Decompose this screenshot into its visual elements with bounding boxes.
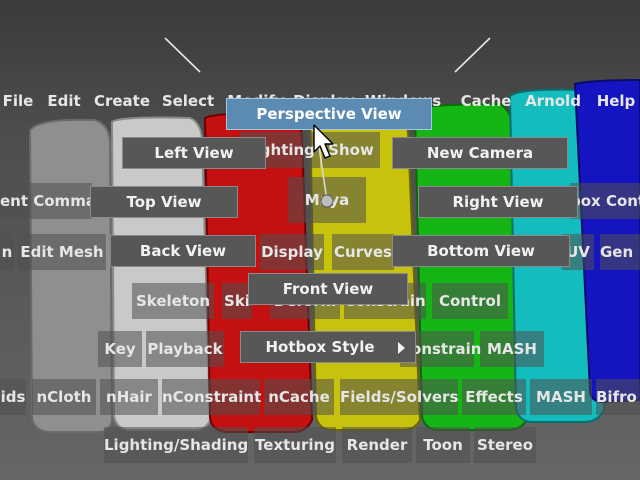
hotbox-skin[interactable]: Ski — [222, 283, 252, 319]
hotbox-ncloth[interactable]: nCloth — [32, 379, 96, 415]
hotbox-texturing[interactable]: Texturing — [254, 427, 336, 463]
hotbox-fields-solvers[interactable]: Fields/Solvers — [340, 379, 458, 415]
menu-arnold[interactable]: Arnold — [525, 92, 581, 110]
hotbox-fluids[interactable]: ids — [0, 379, 26, 415]
perspective-view-item[interactable]: Perspective View — [226, 98, 432, 130]
menu-help[interactable]: Help — [596, 92, 636, 110]
hotbox-maya[interactable]: Maya — [288, 177, 366, 223]
hotbox-lighting-shading[interactable]: Lighting/Shading — [104, 427, 248, 463]
hotbox-skeleton[interactable]: Skeleton — [132, 283, 214, 319]
hotbox-curves[interactable]: Curves — [332, 234, 394, 270]
hotbox-playback[interactable]: Playback — [146, 331, 224, 367]
menu-select[interactable]: Select — [161, 92, 215, 110]
hotbox-effects[interactable]: Effects — [462, 379, 526, 415]
hotbox-component-commands[interactable]: ent Comman — [0, 183, 107, 219]
left-view-item[interactable]: Left View — [122, 137, 266, 169]
menu-edit[interactable]: Edit — [47, 92, 81, 110]
menu-create[interactable]: Create — [93, 92, 151, 110]
new-camera-item[interactable]: New Camera — [392, 137, 568, 169]
top-view-item[interactable]: Top View — [90, 186, 238, 218]
right-view-item[interactable]: Right View — [418, 186, 578, 218]
chevron-right-icon — [398, 342, 405, 354]
bottom-view-item[interactable]: Bottom View — [392, 235, 570, 267]
hotbox-nconstraint[interactable]: nConstraint — [162, 379, 261, 415]
hotbox-generate[interactable]: Gen — [600, 234, 640, 270]
hotbox-show[interactable]: Show — [322, 132, 380, 168]
hotbox-style-label: Hotbox Style — [265, 338, 375, 356]
hotbox-control[interactable]: Control — [432, 283, 508, 319]
hotbox-mash[interactable]: MASH — [480, 331, 544, 367]
front-view-item[interactable]: Front View — [248, 273, 408, 305]
hotbox-toolbox-controls[interactable]: box Cont — [570, 183, 640, 219]
hotbox-n[interactable]: n — [0, 234, 14, 270]
hotbox-ncache[interactable]: nCache — [264, 379, 334, 415]
hotbox-bifrost[interactable]: Bifro — [596, 379, 640, 415]
hotbox-display[interactable]: Display — [260, 234, 324, 270]
hotbox-mash-2[interactable]: MASH — [530, 379, 592, 415]
hotbox-nhair[interactable]: nHair — [100, 379, 158, 415]
hotbox-style-item[interactable]: Hotbox Style — [240, 331, 416, 363]
hotbox-stereo[interactable]: Stereo — [474, 427, 536, 463]
menu-cache[interactable]: Cache — [460, 92, 512, 110]
hotbox-render[interactable]: Render — [342, 427, 412, 463]
hotbox-edit-mesh[interactable]: Edit Mesh — [18, 234, 106, 270]
back-view-item[interactable]: Back View — [110, 235, 256, 267]
hotbox-toon[interactable]: Toon — [416, 427, 470, 463]
menu-file[interactable]: File — [2, 92, 34, 110]
hotbox-key[interactable]: Key — [98, 331, 142, 367]
